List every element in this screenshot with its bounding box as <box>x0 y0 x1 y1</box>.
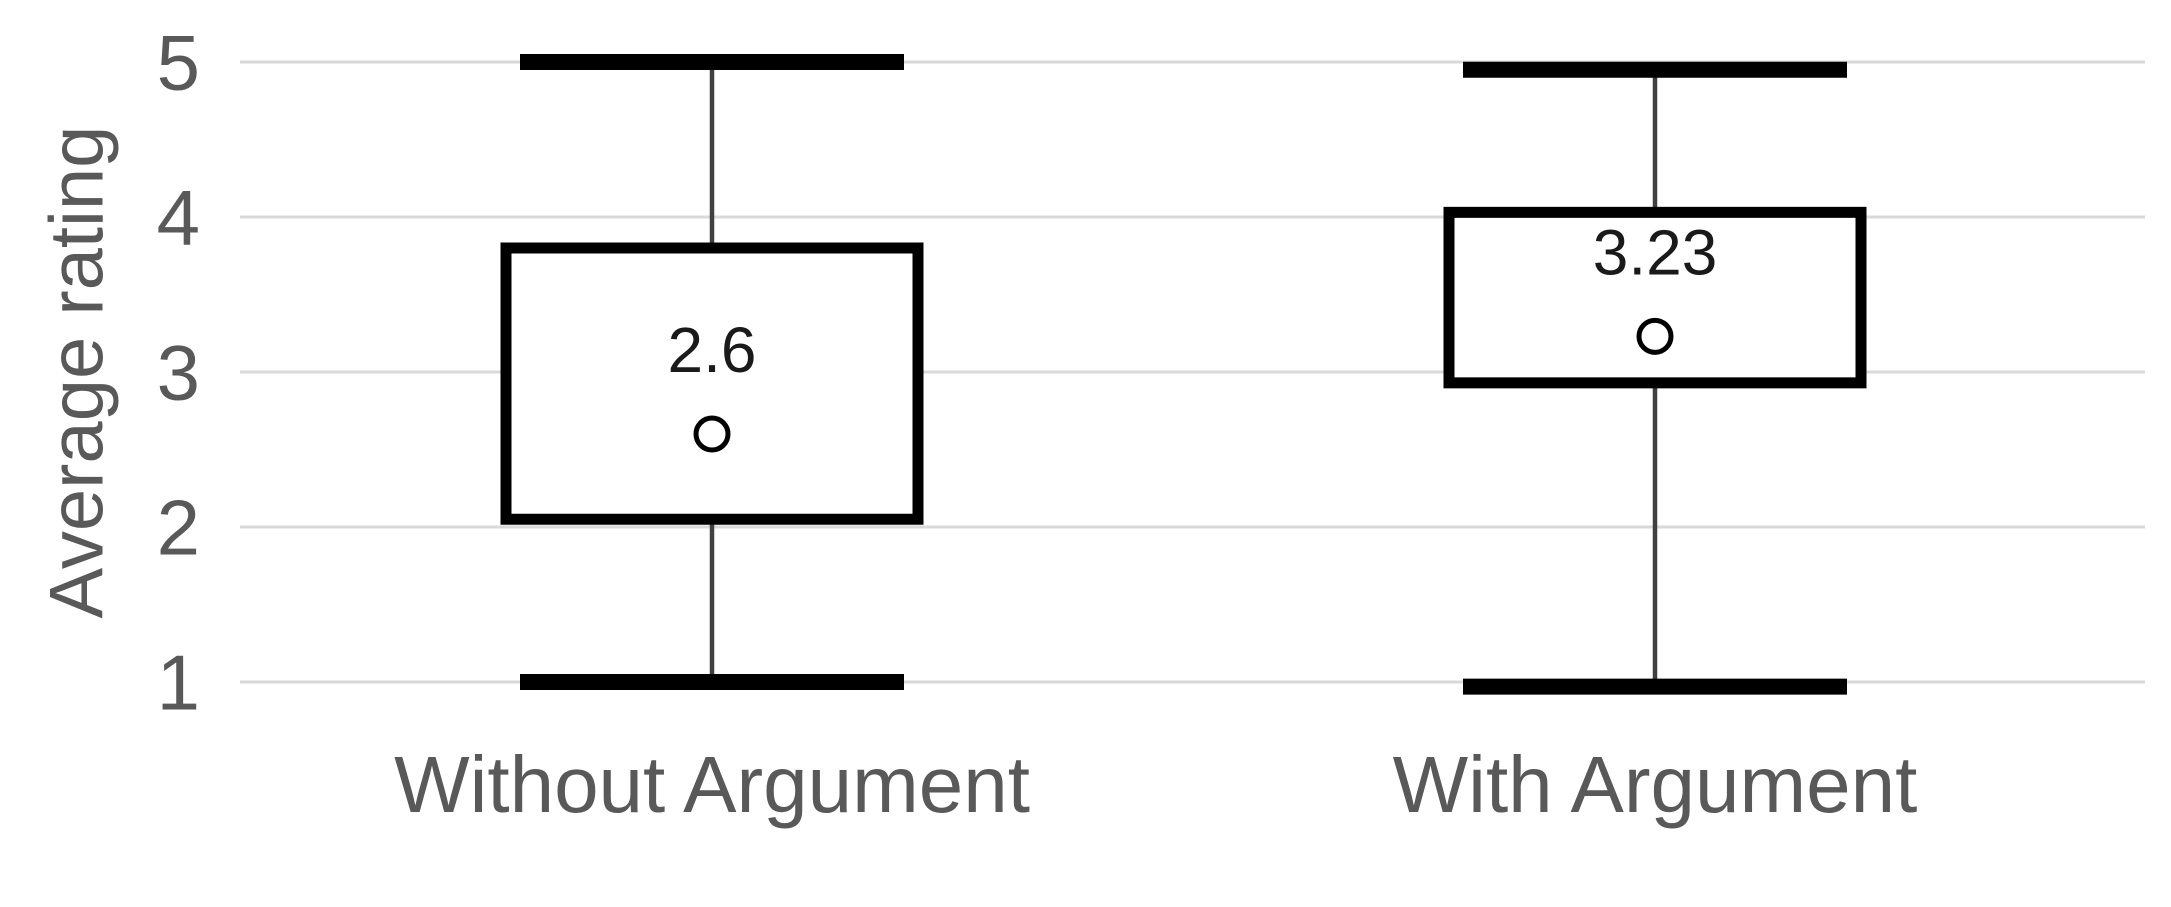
mean-marker-with-argument <box>1636 317 1674 355</box>
y-tick-label-2: 2 <box>157 483 200 571</box>
mean-marker-without-argument <box>693 415 731 453</box>
y-tick-label-4: 4 <box>157 173 200 261</box>
category-label-with-argument: With Argument <box>1393 740 1918 829</box>
mean-value-label-without-argument: 2.6 <box>668 314 757 386</box>
y-tick-label-5: 5 <box>157 18 200 106</box>
y-tick-label-3: 3 <box>157 328 200 416</box>
box-without-argument <box>500 242 924 525</box>
mean-value-label-with-argument: 3.23 <box>1593 216 1718 288</box>
y-axis-title: Average rating <box>35 126 120 619</box>
y-tick-label-1: 1 <box>157 638 200 726</box>
category-label-without-argument: Without Argument <box>394 740 1030 829</box>
